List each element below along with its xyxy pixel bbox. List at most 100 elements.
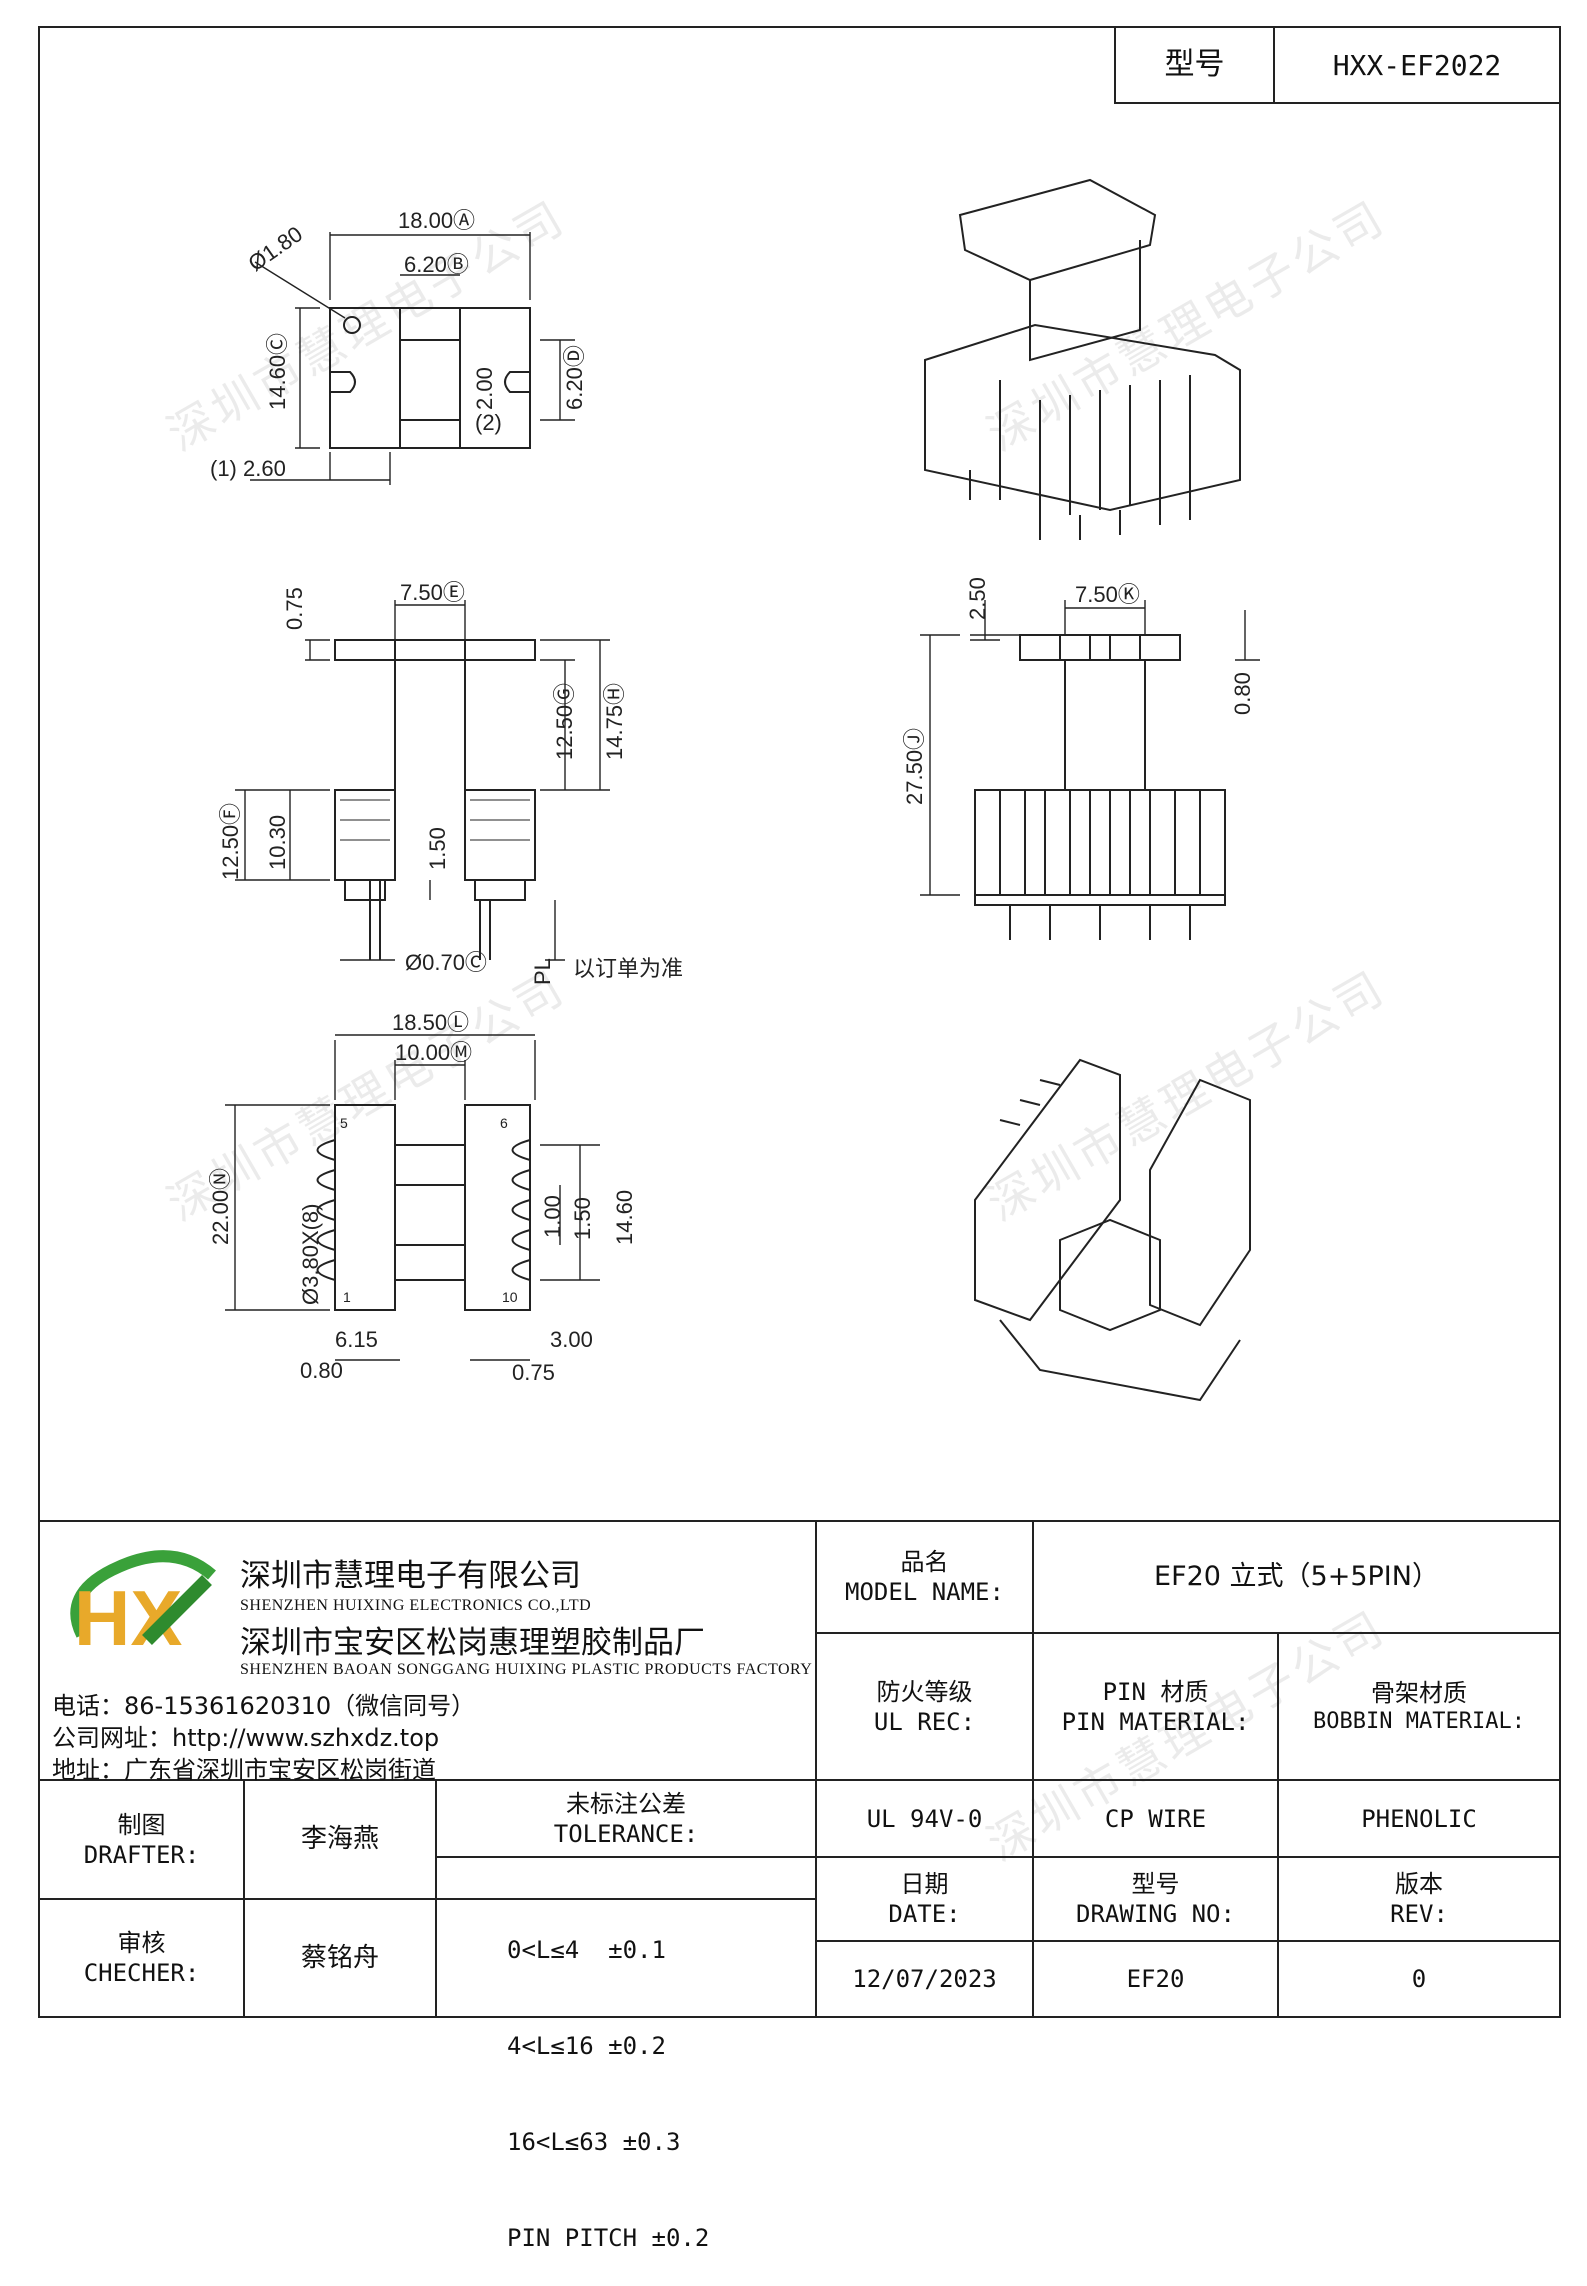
isometric-view-bottom: [974, 1058, 1251, 1402]
company-name-cn: 深圳市慧理电子有限公司: [240, 1558, 581, 1594]
label-cn: 骨架材质: [1371, 1678, 1467, 1707]
label-cn: 日期: [900, 1870, 949, 1898]
front-view: [920, 600, 1260, 940]
tolerance-label: 未标注公差 TOLERANCE:: [437, 1781, 815, 1856]
dim-label: 2.00: [472, 367, 497, 410]
label-cn: 型号: [1131, 1870, 1180, 1898]
tb-line: [815, 1632, 1561, 1634]
label-en: CHECHER:: [83, 1959, 200, 1987]
label-en: PIN MATERIAL:: [1061, 1707, 1250, 1736]
model-header-box: [1114, 26, 1561, 104]
dim-label: 22.00Ⓝ: [208, 1168, 233, 1245]
checker-value: 蔡铭舟: [300, 1942, 379, 1973]
drawing-no-label: 型号 DRAWING NO:: [1034, 1858, 1277, 1940]
label-en: DATE:: [888, 1900, 961, 1928]
dim-label: 10.00Ⓜ: [395, 1040, 472, 1065]
rev-value: 0: [1411, 1965, 1427, 1993]
model-header-value: HXX-EF2022: [1332, 48, 1502, 82]
pin-number: 1: [343, 1289, 351, 1305]
company-website: 公司网址：http://www.szhxdz.top: [52, 1724, 440, 1752]
dim-label: Ø3.80X(8): [298, 1204, 323, 1306]
bobbin-material-label: 骨架材质 BOBBIN MATERIAL:: [1279, 1634, 1559, 1779]
dim-label: 0.75: [512, 1360, 555, 1385]
dim-label: 12.50Ⓖ: [552, 683, 577, 760]
label-en: BOBBIN MATERIAL:: [1313, 1708, 1525, 1734]
dim-label: 7.50Ⓔ: [400, 580, 465, 605]
label-en: DRAFTER:: [83, 1840, 200, 1869]
dim-label: 0.80: [300, 1358, 343, 1383]
tb-line: [435, 1856, 815, 1858]
dim-label: 14.75Ⓗ: [602, 683, 627, 760]
dim-label: 18.50Ⓛ: [392, 1010, 469, 1035]
pin-number: 5: [340, 1115, 348, 1131]
bottom-view: [225, 1034, 600, 1361]
label-cn: 品名: [900, 1548, 949, 1576]
tolerance-line: PIN PITCH ±0.2: [507, 2224, 710, 2252]
top-view: [250, 232, 575, 485]
product-name-label: 品名 MODEL NAME:: [817, 1522, 1032, 1632]
label-cn: 审核: [117, 1929, 166, 1957]
label-en: DRAWING NO:: [1076, 1900, 1235, 1928]
dim-label: 18.00Ⓐ: [398, 208, 475, 233]
technical-drawings: 18.00Ⓐ 6.20Ⓑ Ø1.80 14.60Ⓒ 2.00 (2) 6.20Ⓓ…: [208, 178, 1260, 1402]
tb-line: [815, 1856, 1561, 1858]
dim-label: 3.00: [550, 1327, 593, 1352]
label-cn: 版本: [1395, 1870, 1443, 1898]
company-name-en: SHENZHEN HUIXING ELECTRONICS CO.,LTD: [240, 1597, 592, 1614]
side-view: [235, 600, 610, 961]
checker-label: 审核 CHECHER:: [40, 1900, 243, 2016]
company-phone: 电话：86-15361620310（微信同号）: [52, 1692, 476, 1720]
tb-line: [243, 1779, 245, 2018]
isometric-view-top: [924, 178, 1241, 540]
dim-label: PL: [530, 958, 555, 985]
dim-label: 27.50Ⓙ: [902, 728, 927, 805]
header-divider: [1273, 26, 1275, 104]
tb-line: [38, 1898, 815, 1900]
product-name-value: EF20 立式（5+5PIN）: [1154, 1561, 1439, 1593]
label-en: TOLERANCE:: [553, 1819, 699, 1848]
dim-label: 6.20Ⓑ: [404, 252, 469, 277]
label-en: UL REC:: [873, 1707, 976, 1736]
tb-line: [435, 1779, 437, 2018]
dim-label: (2): [475, 410, 502, 435]
drafter-label: 制图 DRAFTER:: [40, 1781, 243, 1898]
label-cn: PIN 材质: [1102, 1677, 1209, 1706]
pin-number: 10: [502, 1289, 518, 1305]
tb-line: [1032, 1520, 1034, 2018]
title-block: [38, 1520, 1561, 2018]
company-logo: HX: [70, 1550, 216, 1660]
dim-label: 0.75: [282, 587, 307, 630]
company-address: 地址：广东省深圳市宝安区松岗街道: [52, 1756, 436, 1784]
tolerance-line: 0<L≤4 ±0.1: [507, 1936, 666, 1964]
ul-rec-value: UL 94V-0: [866, 1804, 983, 1833]
dim-label: Ø1.80: [244, 221, 307, 276]
model-header-label: 型号: [1164, 47, 1225, 83]
dim-label: 6.15: [335, 1327, 378, 1352]
factory-name-en: SHENZHEN BAOAN SONGGANG HUIXING PLASTIC …: [240, 1661, 813, 1678]
dim-label: 14.60: [612, 1190, 637, 1245]
dim-label: Ø0.70Ⓒ: [405, 950, 487, 975]
dim-label: 7.50Ⓚ: [1075, 582, 1140, 607]
dim-label: 1.50: [570, 1197, 595, 1240]
tb-line: [38, 1779, 1561, 1781]
factory-name-cn: 深圳市宝安区松岗惠理塑胶制品厂: [240, 1625, 705, 1661]
pin-material-label: PIN 材质 PIN MATERIAL:: [1034, 1634, 1277, 1779]
dim-label: 12.50Ⓕ: [218, 803, 243, 880]
pin-number: 6: [500, 1115, 508, 1131]
tb-line: [1277, 1632, 1279, 2018]
dim-label: 0.80: [1230, 672, 1255, 715]
label-cn: 防火等级: [876, 1677, 973, 1706]
tolerance-list: 0<L≤4 ±0.1 4<L≤16 ±0.2 16<L≤63 ±0.3 PIN …: [507, 1870, 709, 2286]
bobbin-material-value: PHENOLIC: [1361, 1804, 1477, 1833]
dim-label: 2.50: [965, 577, 990, 620]
dim-label: (1) 2.60: [210, 456, 286, 481]
date-label: 日期 DATE:: [817, 1858, 1032, 1940]
rev-label: 版本 REV:: [1279, 1858, 1559, 1940]
label-en: MODEL NAME:: [845, 1578, 1004, 1606]
label-cn: 未标注公差: [566, 1789, 686, 1818]
ul-rec-label: 防火等级 UL REC:: [817, 1634, 1032, 1779]
tb-line: [815, 1940, 1561, 1942]
dim-label: 14.60Ⓒ: [265, 333, 290, 410]
tb-line: [815, 1520, 817, 2018]
dim-label: 6.20Ⓓ: [562, 345, 587, 410]
